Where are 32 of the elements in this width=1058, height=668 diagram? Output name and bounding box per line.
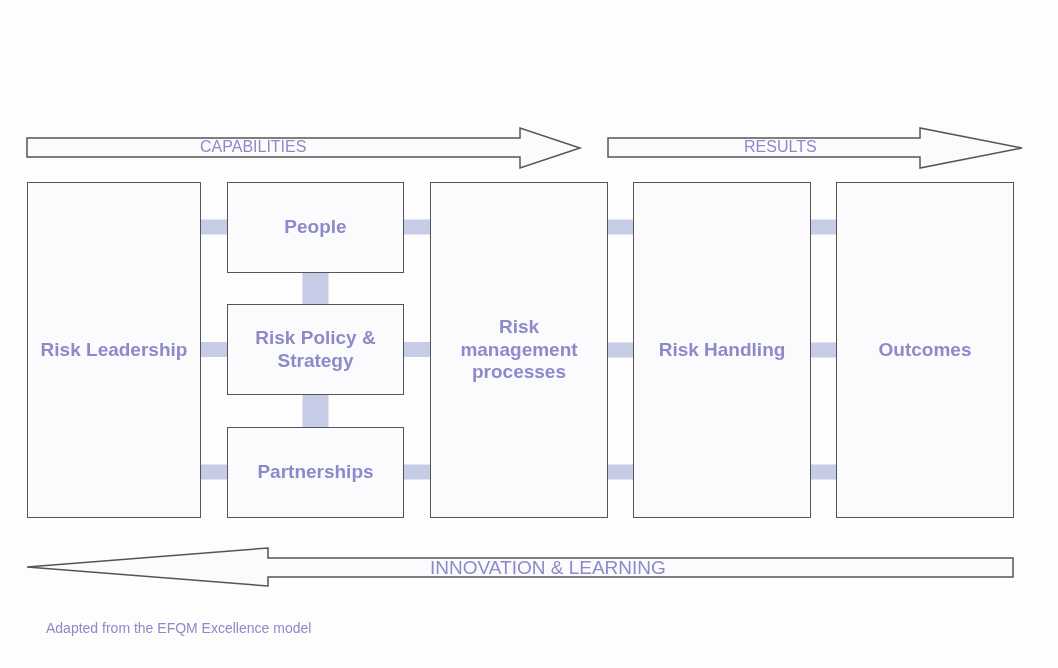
connector-bar (811, 219, 836, 235)
box-label: Risk management processes (459, 315, 579, 385)
connector-bar (404, 342, 430, 357)
model-box (836, 182, 1014, 518)
connector-bar (811, 464, 836, 480)
connector-bar (404, 219, 430, 235)
box-label: Risk Leadership (39, 338, 189, 362)
connector-bar (608, 219, 633, 235)
caption: Adapted from the EFQM Excellence model (46, 620, 312, 636)
model-box (430, 182, 608, 518)
box-label: Risk Handling (657, 338, 787, 362)
model-box (27, 182, 201, 518)
connector-bar (302, 273, 329, 304)
connector-bar (811, 342, 836, 358)
box-label: Outcomes (877, 338, 973, 362)
connector-bar (201, 464, 227, 480)
connector-bar (302, 395, 329, 427)
box-label: People (283, 216, 348, 239)
arrow-label: CAPABILITIES (200, 138, 307, 156)
model-box (227, 304, 404, 395)
connector-bar (201, 342, 227, 357)
connector-bar (404, 464, 430, 480)
box-label: Partnerships (256, 461, 375, 484)
model-box (633, 182, 811, 518)
arrow-label: INNOVATION & LEARNING (430, 557, 666, 579)
connector-bar (608, 464, 633, 480)
model-box (227, 427, 404, 518)
arrow-label: RESULTS (744, 138, 817, 156)
connector-bar (201, 219, 227, 235)
connector-bar (608, 342, 633, 358)
box-label: Risk Policy & Strategy (254, 326, 377, 373)
model-box (227, 182, 404, 273)
